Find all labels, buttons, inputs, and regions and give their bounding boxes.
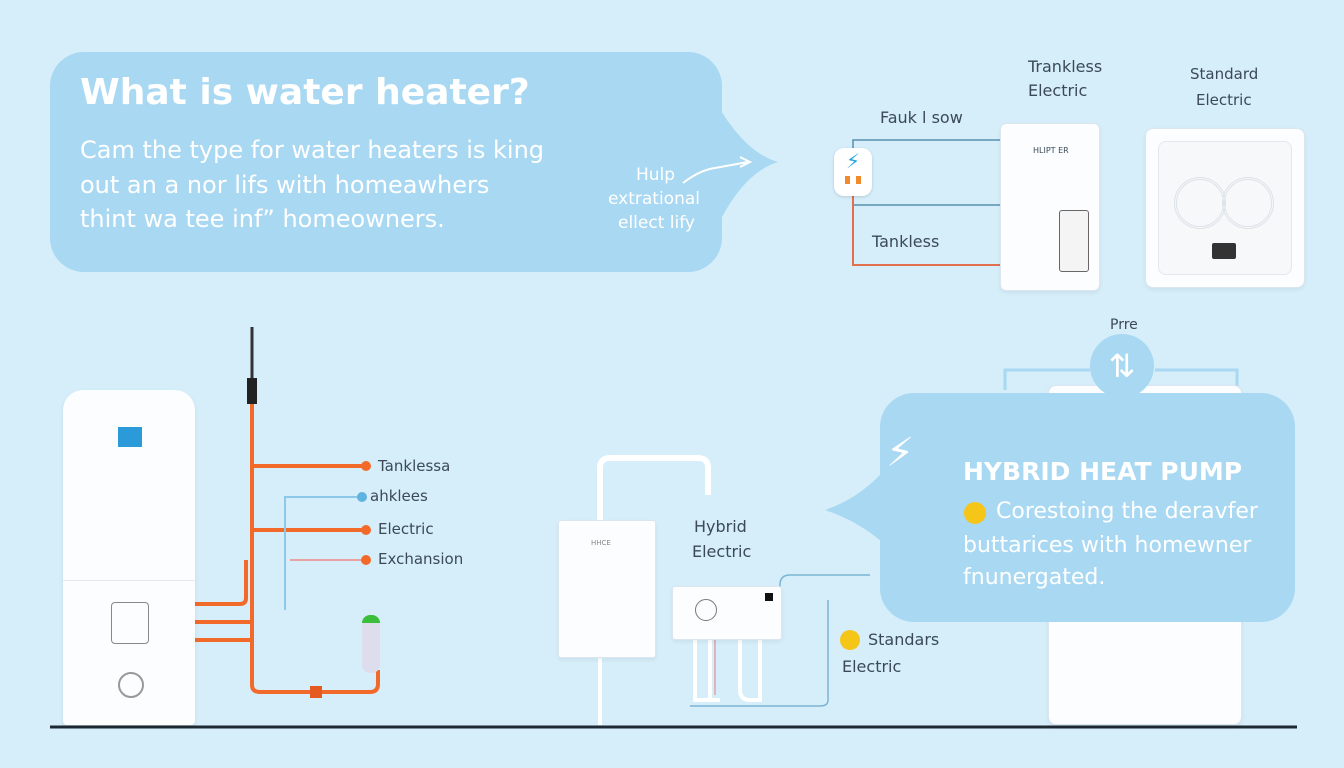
hybrid-control-unit xyxy=(672,586,782,640)
valve-icon xyxy=(362,615,380,673)
standard-electric-icon xyxy=(840,630,860,650)
fan-icon xyxy=(1174,177,1226,229)
tankless-electric-title-1: Trankless xyxy=(1028,57,1103,76)
control-display xyxy=(111,602,149,644)
legend-item: ahklees xyxy=(370,487,428,505)
side-label-3: ellect lify xyxy=(618,213,695,233)
side-label-1: Hulp xyxy=(636,165,676,185)
intro-line-3: thint wa tee inf” homeowners. xyxy=(80,205,445,233)
electric-plug-icon: ⚡ xyxy=(834,148,872,196)
label-fauk-sow: Fauk l sow xyxy=(880,108,963,127)
heat-pump-line-2: buttarices with homewner xyxy=(963,533,1252,558)
standard-electric-title-1: Standard xyxy=(1190,65,1259,83)
heat-pump-title: HYBRID HEAT PUMP xyxy=(963,457,1243,486)
side-label-2: extrational xyxy=(608,189,700,209)
intro-bubble xyxy=(50,52,722,272)
hybrid-electric-label-2: Electric xyxy=(692,542,752,561)
heat-pump-top-label: Prre xyxy=(1110,317,1138,333)
intro-line-1: Cam the type for water heaters is king xyxy=(80,136,545,164)
unit-brand: HLIPT ER xyxy=(1033,146,1069,155)
tankless-electric-title-2: Electric xyxy=(1028,81,1088,100)
label-tankless: Tankless xyxy=(872,232,940,251)
standard-heater-unit xyxy=(1145,128,1305,288)
legend-item: Electric xyxy=(378,520,434,538)
legend-item: Exchansion xyxy=(378,550,464,568)
brand-logo-icon xyxy=(118,427,142,447)
tankless-heater-unit: HLIPT ER xyxy=(1000,123,1100,291)
intro-title: What is water heater? xyxy=(80,72,530,113)
heat-pump-line-1: Corestoing the deravfer xyxy=(996,499,1258,524)
lightning-icon: ⚡ xyxy=(886,430,915,476)
hybrid-heater-unit: HHCE xyxy=(558,520,656,658)
water-tank xyxy=(63,390,195,725)
info-icon xyxy=(964,502,986,524)
standard-electric-label-1: Standars xyxy=(868,630,940,649)
standard-electric-label-2: Electric xyxy=(842,657,902,676)
heat-pump-line-3: fnunergated. xyxy=(963,565,1106,590)
dial-icon xyxy=(118,672,144,698)
fan-icon xyxy=(1222,177,1274,229)
hybrid-electric-label-1: Hybrid xyxy=(694,517,747,536)
unit-label: HHCE xyxy=(591,539,611,547)
display-icon xyxy=(1212,243,1236,259)
heat-pump-icon: ⇅ xyxy=(1090,334,1154,398)
intro-line-2: out an a nor lifs with homeawhers xyxy=(80,171,490,199)
heat-pump-bubble xyxy=(880,393,1295,622)
legend-item: Tanklessa xyxy=(378,457,451,475)
control-panel xyxy=(1059,210,1089,272)
standard-electric-title-2: Electric xyxy=(1196,91,1252,109)
gauge-icon xyxy=(695,599,717,621)
